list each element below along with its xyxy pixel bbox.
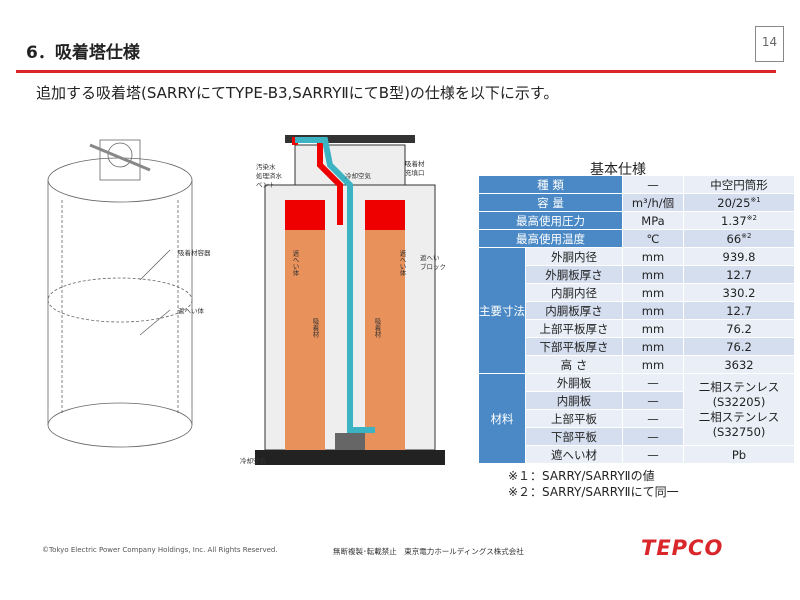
value-text: 66 [726,231,742,246]
footnote-mark: ※2 [741,231,752,240]
table-row: 遮へい材—Pb [479,445,795,464]
vessel-section-drawing [255,135,445,465]
page-number: 14 [755,26,784,62]
row-unit: ℃ [622,229,684,248]
label-shield-block: 遮へい ブロック [420,254,446,271]
row-value: 76.2 [683,319,795,338]
table-row: 種 類—中空円筒形 [478,175,795,194]
row-value: 20/25※1 [683,193,795,212]
row-unit: m³/h/個 [622,193,684,212]
material-line: (S32205) [712,394,766,409]
row-unit: — [622,427,684,446]
row-unit: mm [622,247,684,266]
page-title: 6．吸着塔仕様 [26,43,140,63]
copyright: ©Tokyo Electric Power Company Holdings, … [42,546,278,554]
row-unit: mm [622,265,684,284]
row-value: 1.37※2 [683,211,795,230]
row-unit: — [622,373,684,392]
row-label: 内胴内径 [525,283,623,302]
row-unit: — [622,175,684,194]
row-label: 最高使用圧力 [478,211,623,230]
row-unit: — [622,409,684,428]
footnotes: ※１：SARRY/SARRYⅡの値 ※２：SARRY/SARRYⅡにて同一 [508,468,679,500]
intro-text: 追加する吸着塔(SARRYにてTYPE-B3,SARRYⅡにてB型)の仕様を以下… [36,84,559,102]
title-divider [16,70,776,73]
row-label: 高 さ [525,355,623,374]
row-unit: mm [622,355,684,374]
row-unit: mm [622,337,684,356]
row-value: 中空円筒形 [683,175,795,194]
row-unit: — [622,445,684,464]
row-label: 内胴板厚さ [525,301,623,320]
row-unit: mm [622,283,684,302]
label-adsorbent-right: 吸着材 [373,318,381,338]
row-unit: MPa [622,211,684,230]
tepco-logo: TEPCO [641,536,724,560]
label-shield: 遮へい体 [178,307,204,315]
row-unit: — [622,391,684,410]
row-label: 外胴板 [525,373,623,392]
table-row: 材料外胴板— 二相ステンレス(S32205)二相ステンレス(S32750) [478,373,795,464]
value-text: 1.37 [721,213,747,228]
row-label: 種 類 [478,175,623,194]
footnote: ※１：SARRY/SARRYⅡの値 [508,469,655,483]
reproduction-notice: 無断複製･転載禁止 東京電力ホールディングス株式会社 [333,547,524,556]
row-value: 76.2 [683,337,795,356]
row-label: 内胴板 [525,391,623,410]
row-label: 下部平板 [525,427,623,446]
row-unit: mm [622,301,684,320]
row-value: 330.2 [683,283,795,302]
row-value: 12.7 [683,265,795,284]
material-line: (S32750) [712,424,766,439]
label-vent: 汚染水 処理済水 ベント [256,163,282,189]
value-text: 20/25 [717,195,751,210]
row-value: 939.8 [683,247,795,266]
row-label: 最高使用温度 [478,229,623,248]
row-label: 上部平板 [525,409,623,428]
row-label: 遮へい材 [525,445,623,464]
table-row: 内胴板— [479,391,795,410]
label-cool-air-bottom: 冷却空気 [240,457,266,465]
category-materials: 材料 [478,373,526,464]
label-shield-left: 遮へい体 [291,250,299,276]
label-shield-right: 遮へい体 [398,250,406,276]
row-value: 12.7 [683,301,795,320]
row-label: 外胴板厚さ [525,265,623,284]
row-value: 3632 [683,355,795,374]
row-label: 下部平板厚さ [525,337,623,356]
row-value: 66※2 [683,229,795,248]
material-line: 二相ステンレス [698,379,780,394]
label-fill-port: 吸着材 充填口 [405,160,425,177]
row-label: 上部平板厚さ [525,319,623,338]
category-dimensions: 主要寸法 [478,247,526,374]
row-label: 外胴内径 [525,247,623,266]
table-row: 下部平板— [479,427,795,446]
material-line: 二相ステンレス [698,409,780,424]
row-unit: mm [622,319,684,338]
footnote-mark: ※2 [746,213,757,222]
spec-table-title: 基本仕様 [590,162,646,178]
row-label: 容 量 [478,193,623,212]
label-cool-air-top: 冷却空気 [345,172,371,180]
material-value: 二相ステンレス(S32205)二相ステンレス(S32750) [683,373,795,446]
row-value: Pb [683,445,795,464]
footnote-mark: ※1 [750,195,761,204]
label-adsorbent-left: 吸着材 [311,318,319,338]
label-adsorbent-vessel: 吸着材容器 [178,249,211,257]
footnote: ※２：SARRY/SARRYⅡにて同一 [508,485,679,499]
vessel-perspective-drawing [47,139,193,448]
table-row: 上部平板— [479,409,795,428]
